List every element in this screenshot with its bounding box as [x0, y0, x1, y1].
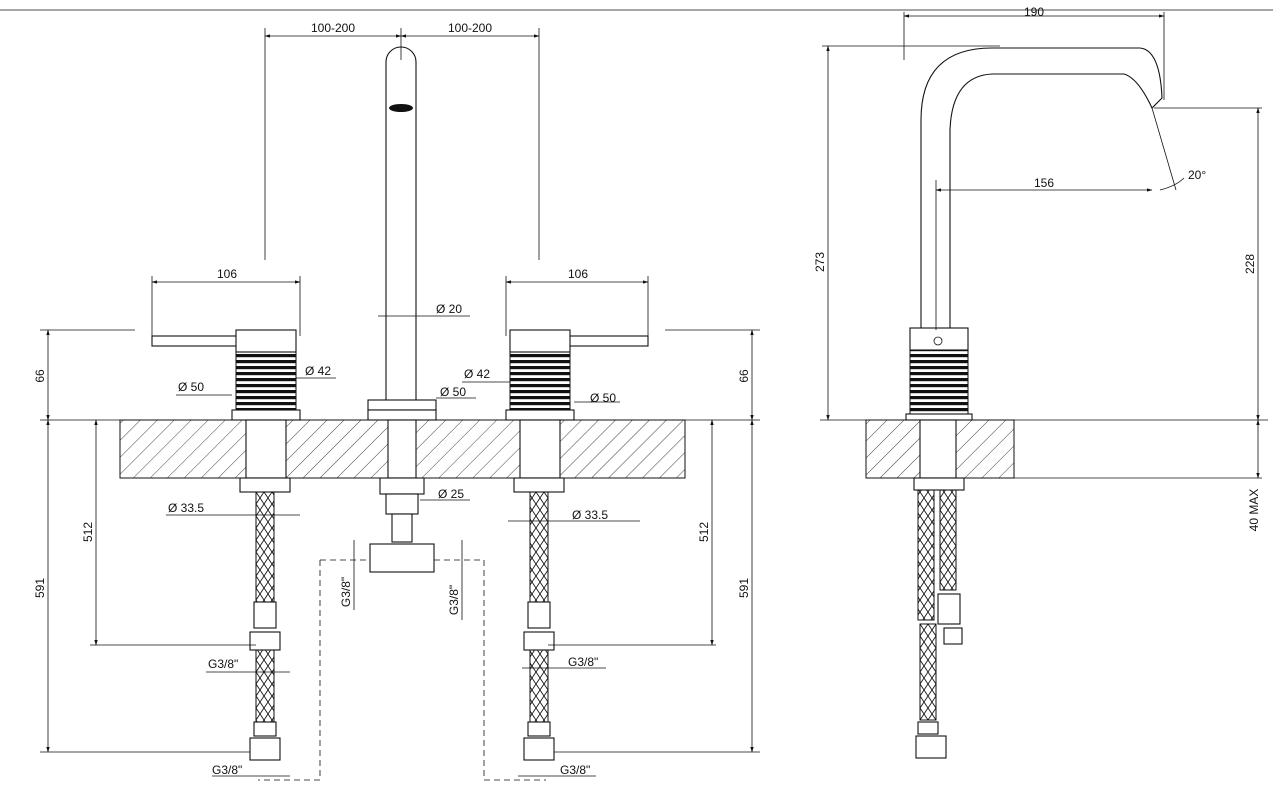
spout-aerator [389, 104, 413, 112]
spout-connector [385, 493, 419, 515]
left-lever [151, 335, 239, 347]
right-shank [519, 419, 561, 479]
tee-body [369, 543, 435, 573]
dim-connector-diameter: Ø 25 [438, 487, 464, 501]
right-valve-base [505, 409, 575, 421]
dim-depth-512-right: 512 [697, 522, 711, 542]
right-hose-route [483, 560, 546, 781]
right-lever [567, 335, 649, 347]
dim-handle-right: 106 [568, 267, 588, 281]
dim-shank-diameter-right: Ø 33.5 [572, 508, 608, 522]
left-hose-collar [253, 601, 277, 629]
left-hose-upper [255, 491, 275, 603]
left-valve-ribbed-body [235, 351, 297, 411]
right-hose-collar [527, 601, 551, 629]
left-hose-lower [255, 649, 275, 723]
side-hose-collar [937, 593, 961, 625]
dim-body-diameter-left: Ø 42 [305, 364, 331, 378]
side-view: 190 156 20° 273 228 40 MAX [813, 5, 1268, 759]
side-valve-base [905, 413, 973, 421]
tee-stem [391, 513, 413, 543]
dim-thread-hose-end-right: G3/8" [560, 763, 590, 777]
dim-base-diameter-right: Ø 50 [590, 391, 616, 405]
dim-outlet-angle: 20° [1188, 168, 1206, 182]
dim-deck-thickness: 40 MAX [1247, 489, 1261, 532]
dim-angle-line [1151, 107, 1177, 191]
right-hose-upper [529, 491, 549, 603]
right-hose-mid-nut [523, 631, 555, 651]
front-view: 100-200 100-200 106 106 Ø 20 Ø 42 Ø 50 Ø… [33, 21, 760, 781]
side-spout-profile [920, 47, 1163, 329]
right-valve [505, 329, 649, 761]
right-nut [513, 477, 565, 493]
dim-thread-tee-left: G3/8" [339, 577, 353, 607]
side-valve-ribbed-body [909, 349, 969, 415]
side-hose-a [917, 489, 935, 621]
dim-spacing-left: 100-200 [311, 21, 355, 35]
left-hose-end-nut [249, 737, 281, 761]
dim-depth-591-right: 591 [737, 578, 751, 598]
dim-spout-diameter: Ø 20 [436, 302, 462, 316]
dim-shank-diameter-left: Ø 33.5 [168, 501, 204, 515]
dim-handle-left: 106 [217, 267, 237, 281]
dim-angle-arc [1159, 177, 1185, 191]
side-hose-b [939, 489, 957, 591]
dim-reach-outlet: 156 [1034, 176, 1054, 190]
dim-total-height: 273 [813, 252, 827, 272]
side-hose-c [919, 623, 937, 721]
dim-body-diameter-right: Ø 42 [464, 367, 490, 381]
left-hose-mid-nut [249, 631, 281, 651]
dim-base-diameter-left: Ø 50 [178, 380, 204, 394]
spout-pipe [385, 46, 417, 401]
dim-thread-hose-end-left: G3/8" [212, 763, 242, 777]
dim-reach-overall: 190 [1024, 5, 1044, 19]
left-valve-cap [235, 329, 297, 353]
side-hose-elbow [943, 627, 963, 645]
left-hose-route [258, 560, 321, 781]
side-hose-end-nut [915, 735, 947, 759]
side-shank [919, 419, 957, 479]
left-shank [245, 419, 287, 479]
spout-base [367, 409, 437, 421]
dim-thread-hose-mid-left: G3/8" [208, 657, 238, 671]
dim-thread-hose-mid-right: G3/8" [568, 655, 598, 669]
dim-outlet-height: 228 [1243, 254, 1257, 274]
spout-base-flange [367, 399, 437, 411]
right-hose-lower [529, 649, 549, 723]
dim-base-diameter-center: Ø 50 [440, 385, 466, 399]
spout-nut [379, 477, 425, 495]
dim-spacing-right: 100-200 [448, 21, 492, 35]
left-hose-end-collar [253, 721, 277, 737]
dim-depth-591-left: 591 [33, 578, 47, 598]
side-valve-cap [909, 327, 969, 351]
right-hose-end-nut [523, 737, 555, 761]
dim-height-left: 66 [33, 369, 47, 383]
center-spout [367, 46, 437, 573]
right-valve-cap [509, 329, 571, 353]
right-hose-end-collar [527, 721, 551, 737]
left-nut [239, 477, 291, 493]
spout-shank [387, 419, 417, 479]
left-valve [151, 329, 301, 761]
side-nut [913, 477, 965, 491]
side-hose-end-collar [917, 721, 939, 735]
side-lever-pivot [933, 336, 943, 346]
left-valve-base [231, 409, 301, 421]
dim-depth-512-left: 512 [81, 522, 95, 542]
dim-thread-tee-right: G3/8" [447, 585, 461, 615]
right-valve-ribbed-body [509, 351, 571, 411]
dim-height-right: 66 [737, 369, 751, 383]
